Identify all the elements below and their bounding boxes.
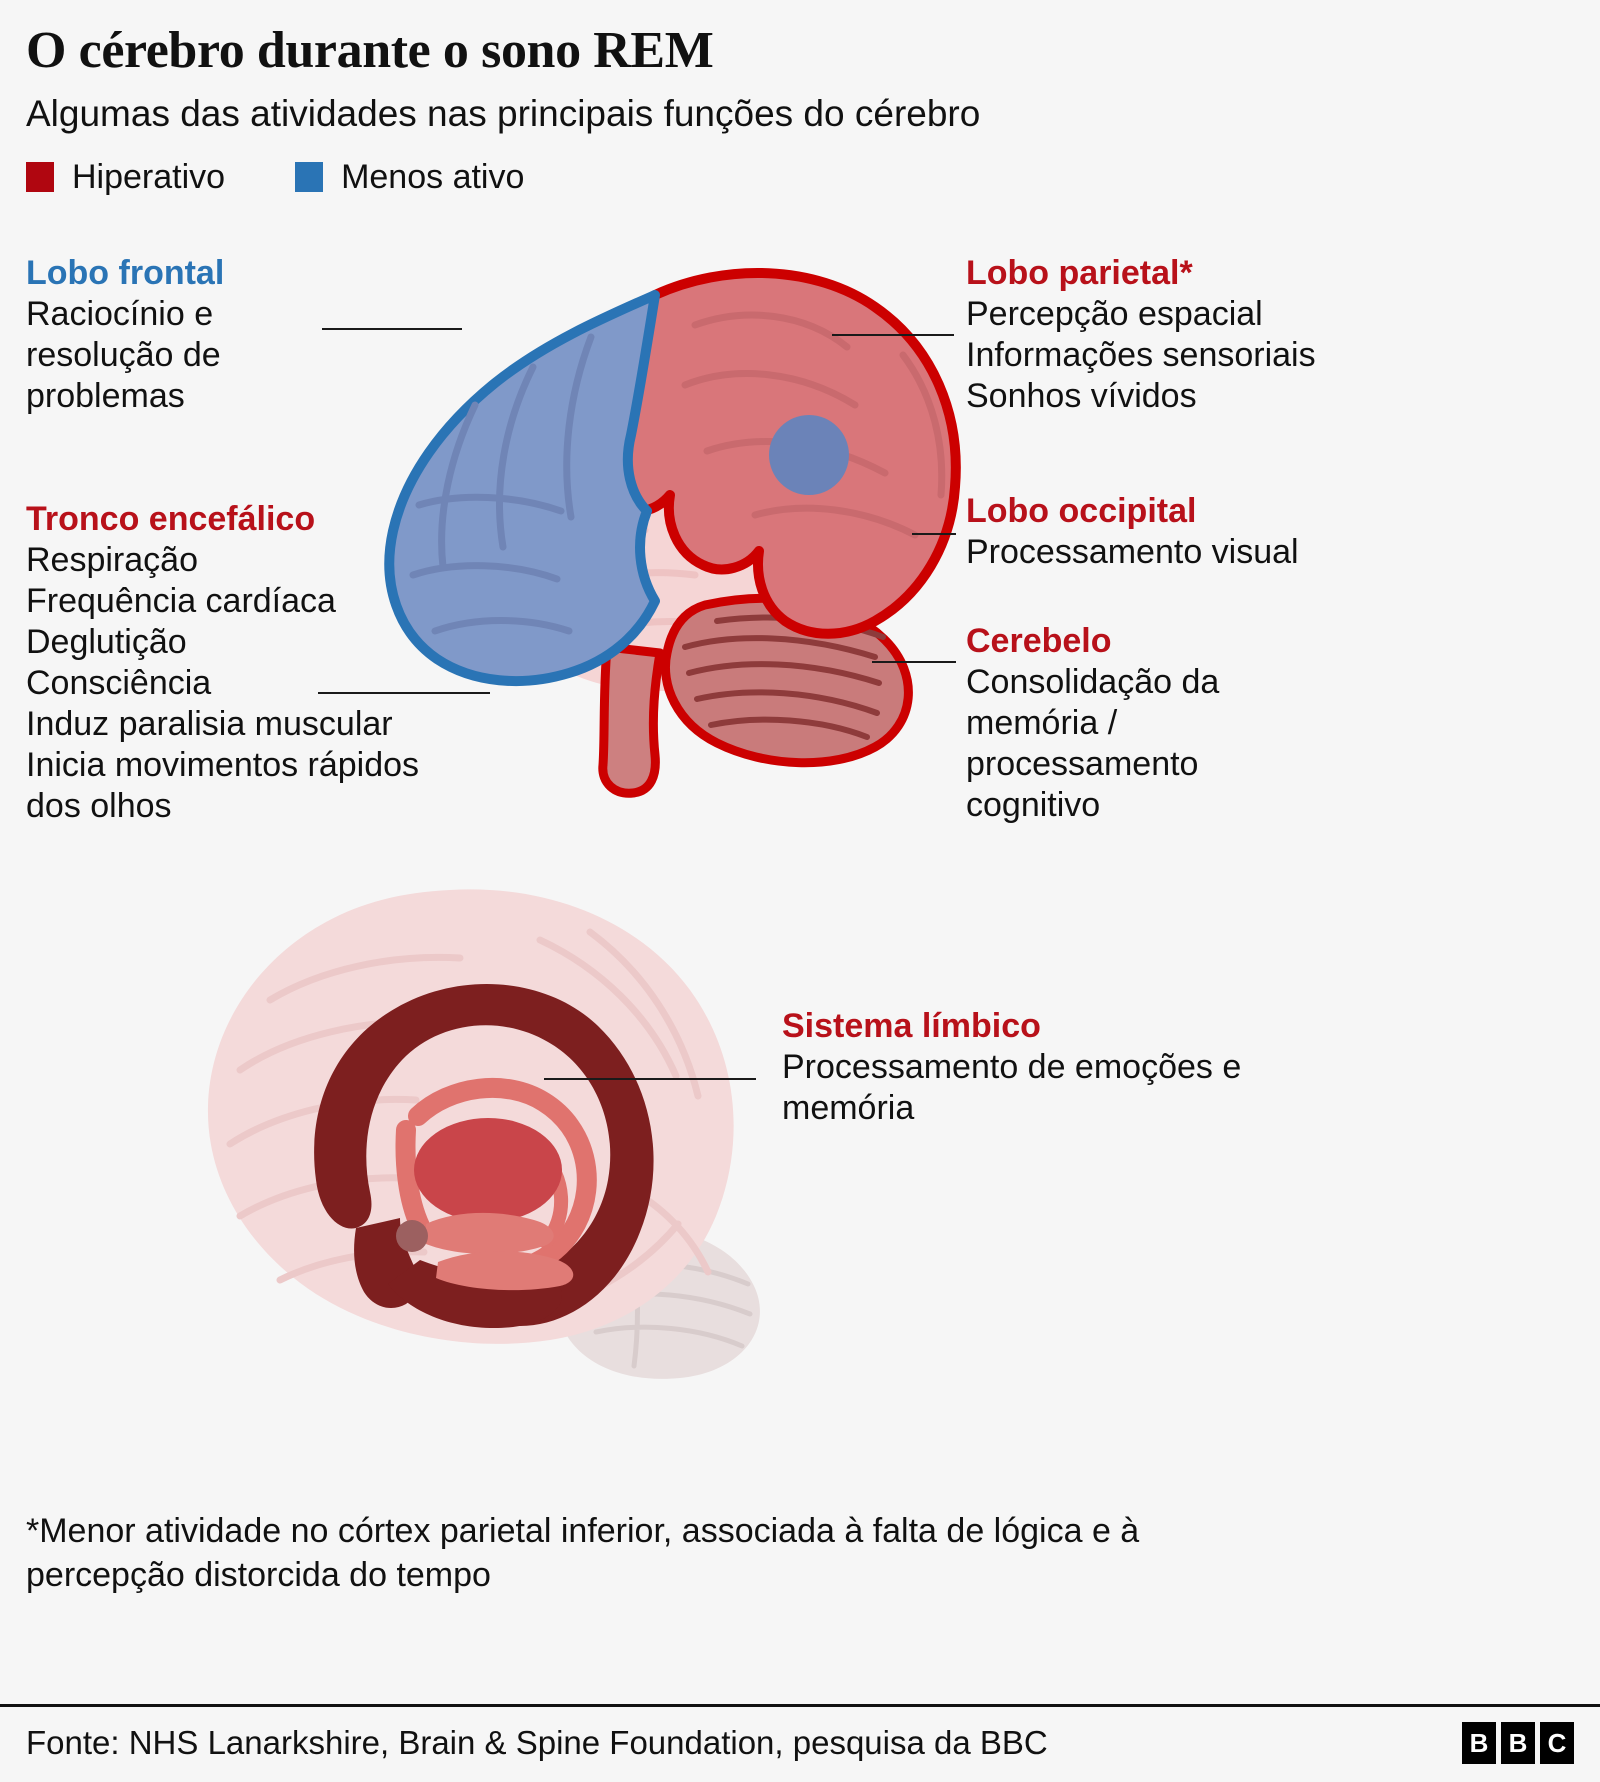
limbic-band-base [388,1260,562,1328]
bbc-logo-block-b1: B [1462,1722,1496,1764]
leader-line-parietal [832,334,954,336]
callout-title-lobo-frontal: Lobo frontal [26,254,225,292]
bbc-logo-block-b2: B [1501,1722,1535,1764]
leader-line-brainstem [318,692,490,694]
leader-line-occipital [912,533,956,535]
callout-body-sistema-limbico: Processamento de emoções e memória [782,1047,1402,1129]
thalamus [414,1118,562,1222]
callout-line: Deglutição [26,623,187,661]
bbc-logo-block-c: C [1540,1722,1574,1764]
callout-title-tronco-encefalico: Tronco encefálico [26,500,316,538]
header: O cérebro durante o sono REM Algumas das… [26,22,1566,136]
footer-divider [0,1704,1600,1707]
footer: Fonte: NHS Lanarkshire, Brain & Spine Fo… [26,1722,1574,1764]
legend: Hiperativo Menos ativo [26,160,594,194]
cerebellum-ridges [682,614,886,740]
callout-cerebelo: Cerebelo Consolidação da memória / proce… [966,620,1296,826]
callout-lobo-parietal: Lobo parietal* Percepção espacial Inform… [966,252,1586,417]
callout-line: Sonhos vívidos [966,377,1197,415]
frontal-lobe [384,290,660,686]
page-title: O cérebro durante o sono REM [26,22,714,79]
frontal-lobe-gyri [409,333,595,635]
callout-line: Processamento visual [966,533,1299,571]
callout-line: Consolidação da [966,663,1220,701]
callout-line: problemas [26,377,185,415]
amygdala [396,1220,428,1252]
callout-title-cerebelo: Cerebelo [966,622,1112,660]
legend-item-menos-ativo: Menos ativo [295,160,524,194]
callout-line: Frequência cardíaca [26,582,336,620]
footnote-line: percepção distorcida do tempo [26,1556,491,1594]
sagittal-brain-illustration [207,889,760,1379]
callout-line: Raciocínio e [26,295,214,333]
legend-swatch-blue [295,162,324,192]
callout-line: Respiração [26,541,198,579]
legend-item-hiperativo: Hiperativo [26,160,225,194]
callout-line: Inicia movimentos rápidos [26,746,420,784]
callout-line: Percepção espacial [966,295,1263,333]
callout-body-cerebelo: Consolidação da memória / processamento … [966,662,1296,826]
callout-lobo-frontal: Lobo frontal Raciocínio e resolução de p… [26,252,356,417]
callout-line: Consciência [26,664,212,702]
legend-swatch-red [26,162,54,192]
leader-line-limbico [544,1078,756,1080]
bbc-logo: B B C [1462,1722,1574,1764]
footnote-line: *Menor atividade no córtex parietal infe… [26,1512,1140,1550]
inferior-parietal-marker-circle [769,415,849,495]
callout-line: memória / [966,704,1118,742]
callout-body-lobo-parietal: Percepção espacial Informações sensoriai… [966,294,1586,417]
callout-line: processamento [966,745,1199,783]
callout-line: cognitivo [966,786,1101,824]
callout-lobo-occipital: Lobo occipital Processamento visual [966,490,1586,573]
callout-line: Informações sensoriais [966,336,1316,374]
source-text: Fonte: NHS Lanarkshire, Brain & Spine Fo… [26,1724,1048,1761]
callout-line: dos olhos [26,787,172,825]
hippocampus-lower [436,1251,574,1291]
callout-body-lobo-occipital: Processamento visual [966,532,1586,573]
callout-body-tronco-encefalico: Respiração Frequência cardíaca Deglutiçã… [26,540,546,827]
legend-label-menos-ativo: Menos ativo [341,158,525,196]
fornix-column [395,1120,430,1236]
callout-body-lobo-frontal: Raciocínio e resolução de problemas [26,294,356,417]
lateral-brain-illustration [384,268,961,798]
leader-line-cerebelo [872,661,956,663]
callout-line: memória [782,1089,915,1127]
brainstem [598,642,665,798]
callout-title-lobo-parietal: Lobo parietal* [966,254,1193,292]
callout-tronco-encefalico: Tronco encefálico Respiração Frequência … [26,498,546,827]
leader-line-frontal [322,328,462,330]
legend-label-hiperativo: Hiperativo [72,158,226,196]
callout-title-sistema-limbico: Sistema límbico [782,1007,1041,1045]
callout-line: Induz paralisia muscular [26,705,393,743]
callout-title-lobo-occipital: Lobo occipital [966,492,1197,530]
hippocampus-upper [426,1212,554,1255]
callout-line: Processamento de emoções e [782,1048,1242,1086]
sagittal-cortex-gyri [226,928,712,1304]
page-subtitle: Algumas das atividades nas principais fu… [26,93,981,134]
callout-sistema-limbico: Sistema límbico Processamento de emoções… [782,1005,1402,1129]
callout-line: resolução de [26,336,221,374]
footnote: *Menor atividade no córtex parietal infe… [26,1509,1586,1597]
